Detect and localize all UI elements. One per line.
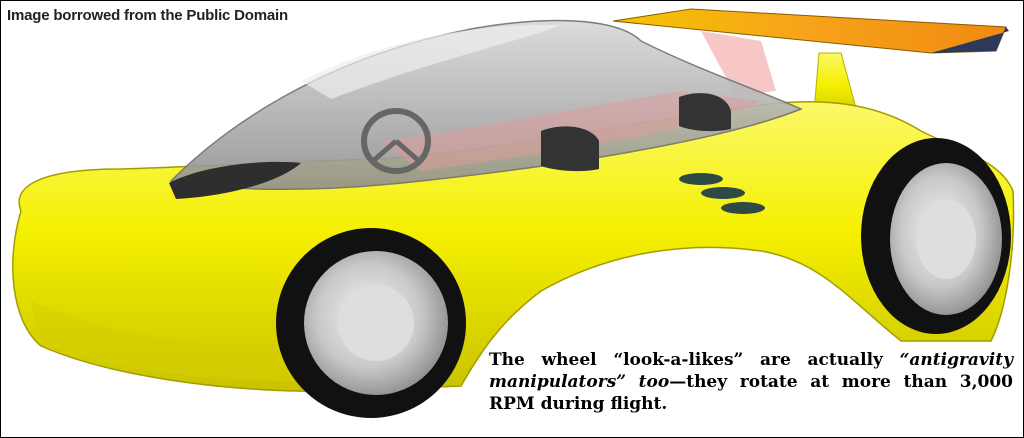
caption-emphasis: “antigravity manipulators” too: [489, 350, 1013, 392]
glass-highlight: [301, 24, 561, 100]
dashboard: [169, 161, 301, 199]
rear-wheel: [861, 138, 1011, 334]
spoiler-wing: [612, 8, 1009, 96]
steering-wheel: [361, 108, 431, 174]
image-credit: Image borrowed from the Public Domain: [7, 7, 288, 24]
caption-text: The wheel “look-a-likes” are actually “a…: [489, 349, 1013, 415]
body-shade: [31, 301, 331, 382]
rear-seat: [679, 93, 731, 132]
caption-part-1: The wheel “look-a-likes” are actually: [489, 350, 900, 370]
side-vents: [679, 173, 765, 214]
caption-part-2: —they rotate at more than 3,000 RPM duri…: [489, 372, 1013, 414]
front-seat: [541, 126, 599, 172]
front-wheel: [276, 228, 466, 418]
